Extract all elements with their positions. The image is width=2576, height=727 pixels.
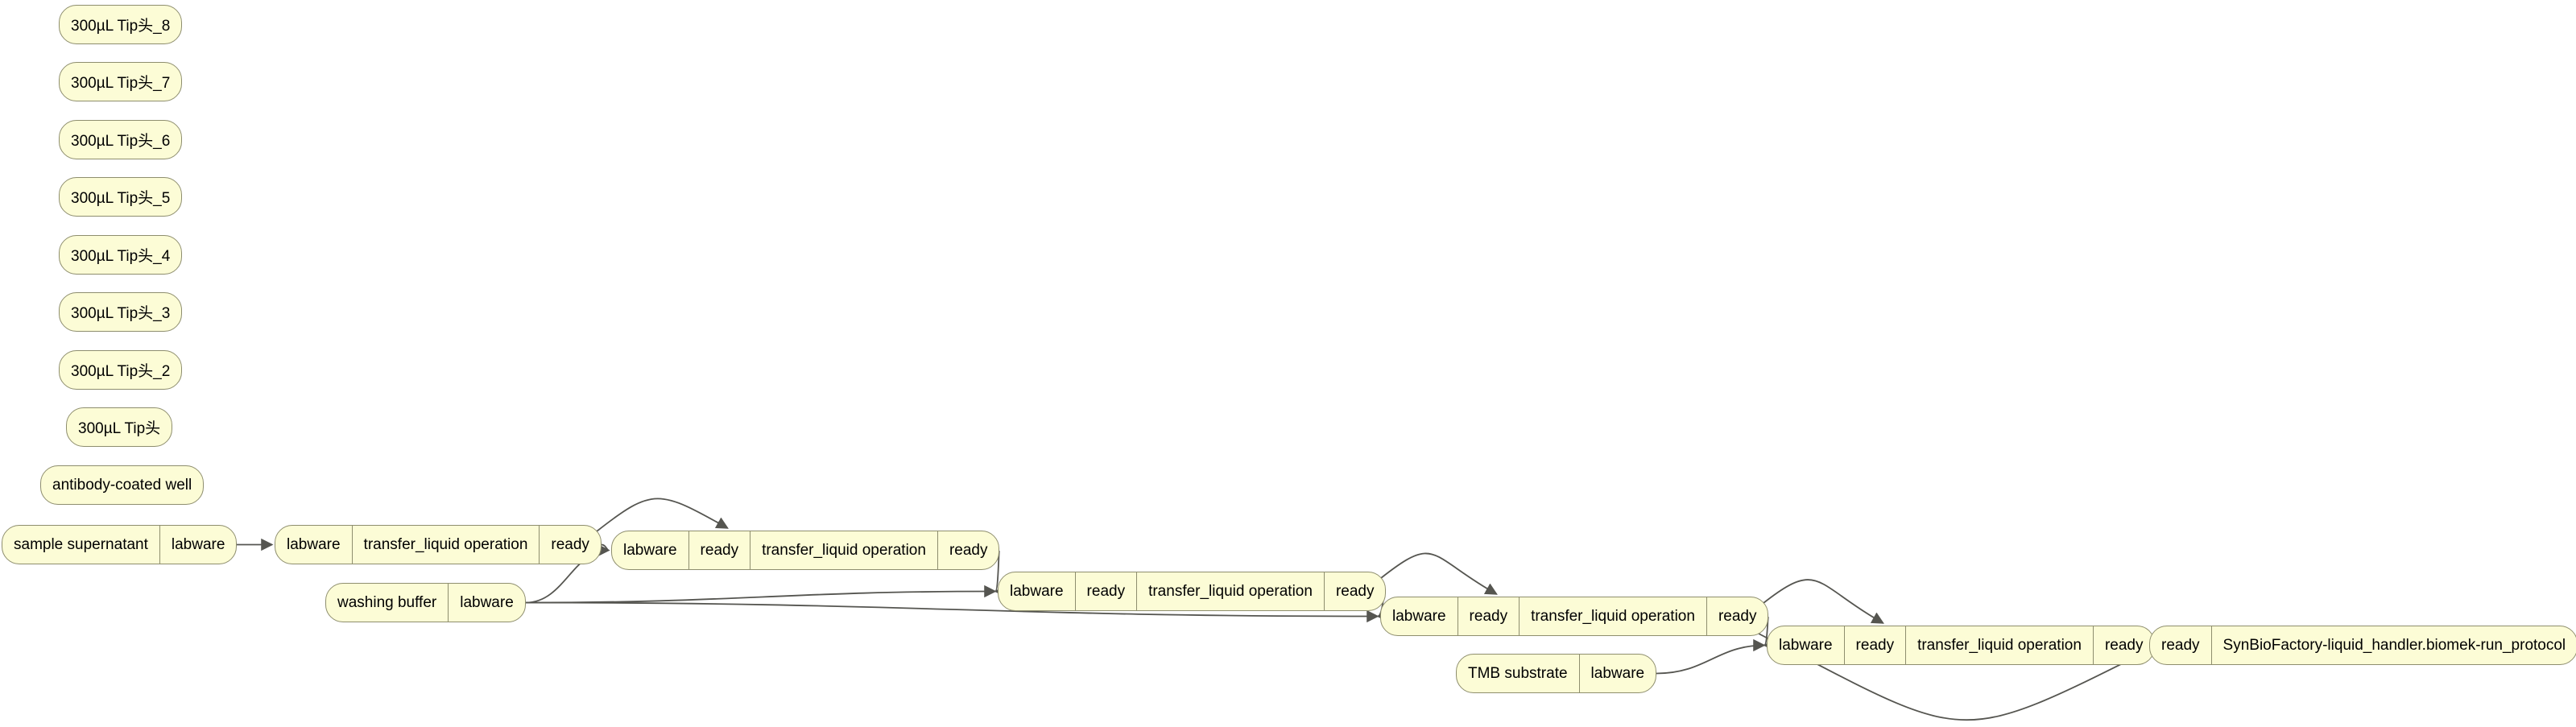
node-cell-name: sample supernatant	[14, 535, 148, 553]
node-transfer-liquid-operation-2: labware ready transfer_liquid operation …	[611, 531, 1000, 570]
node-cell-ready-port: ready	[2092, 626, 2155, 664]
node-label: antibody-coated well	[52, 476, 192, 494]
node-cell-operation: transfer_liquid operation	[351, 526, 540, 564]
node-cell-labware-port: labware	[623, 541, 677, 559]
node-cell-ready-port: ready	[1457, 597, 1520, 635]
node-transfer-liquid-operation-4: labware ready transfer_liquid operation …	[1380, 597, 1769, 636]
node-300ul-tip-3: 300µL Tip头_3	[59, 292, 183, 332]
node-cell-ready-port: ready	[539, 526, 601, 564]
node-tmb-substrate: TMB substrate labware	[1456, 654, 1657, 693]
node-cell-name: TMB substrate	[1468, 664, 1568, 682]
node-cell-ready-port: ready	[688, 531, 750, 569]
node-cell-labware-port: labware	[1392, 607, 1446, 625]
node-run-protocol: ready SynBioFactory-liquid_handler.biome…	[2149, 626, 2576, 665]
node-cell-labware-port: labware	[1779, 636, 1833, 654]
edge-opA-to-opB	[597, 543, 610, 557]
edge-washing-to-opC	[525, 584, 997, 604]
node-300ul-tip-8: 300µL Tip头_8	[59, 5, 183, 44]
node-300ul-tip-2: 300µL Tip头_2	[59, 350, 183, 390]
edge-opD-to-opE	[1763, 579, 1884, 624]
node-label: 300µL Tip头_3	[71, 305, 171, 322]
node-cell-labware-port: labware	[1010, 582, 1064, 600]
node-cell-name: washing buffer	[337, 593, 437, 611]
node-300ul-tip: 300µL Tip头	[66, 407, 173, 447]
node-sample-supernatant: sample supernatant labware	[2, 525, 238, 564]
node-label: 300µL Tip头	[78, 420, 161, 437]
edge-opC-to-opD	[1380, 552, 1498, 595]
node-cell-labware-port: labware	[1578, 655, 1656, 692]
node-transfer-liquid-operation-3: labware ready transfer_liquid operation …	[998, 572, 1387, 611]
node-transfer-liquid-operation-5: labware ready transfer_liquid operation …	[1767, 626, 2156, 665]
edge-tmb-to-opE	[1656, 638, 1766, 675]
node-cell-operation: transfer_liquid operation	[1905, 626, 2093, 664]
node-300ul-tip-4: 300µL Tip头_4	[59, 235, 183, 275]
node-cell-operation: transfer_liquid operation	[1519, 597, 1706, 635]
node-cell-ready-port: ready	[937, 531, 999, 569]
node-transfer-liquid-operation-1: labware transfer_liquid operation ready	[275, 525, 602, 564]
node-300ul-tip-5: 300µL Tip头_5	[59, 177, 183, 217]
node-cell-labware-port: labware	[287, 535, 341, 553]
node-300ul-tip-7: 300µL Tip头_7	[59, 62, 183, 101]
edge-opA-to-opB	[596, 498, 729, 532]
node-cell-ready-port: ready	[1323, 572, 1386, 610]
node-label: 300µL Tip头_7	[71, 75, 171, 92]
node-antibody-coated-well: antibody-coated well	[40, 465, 205, 505]
node-cell-ready-port: ready	[2161, 636, 2200, 654]
node-label: 300µL Tip头_5	[71, 190, 171, 207]
node-cell-ready-port: ready	[1706, 597, 1768, 635]
node-cell-protocol-name: SynBioFactory-liquid_handler.biomek-run_…	[2210, 626, 2576, 664]
node-cell-labware-port: labware	[159, 526, 237, 564]
node-label: 300µL Tip头_2	[71, 363, 171, 380]
node-cell-operation: transfer_liquid operation	[1136, 572, 1324, 610]
node-cell-ready-port: ready	[1074, 572, 1137, 610]
node-label: 300µL Tip头_8	[71, 18, 171, 35]
node-washing-buffer: washing buffer labware	[325, 583, 526, 622]
node-cell-operation: transfer_liquid operation	[750, 531, 937, 569]
node-300ul-tip-6: 300µL Tip头_6	[59, 120, 183, 159]
node-label: 300µL Tip头_6	[71, 133, 171, 150]
node-label: 300µL Tip头_4	[71, 248, 171, 265]
node-cell-labware-port: labware	[448, 584, 525, 622]
node-cell-ready-port: ready	[1843, 626, 1906, 664]
